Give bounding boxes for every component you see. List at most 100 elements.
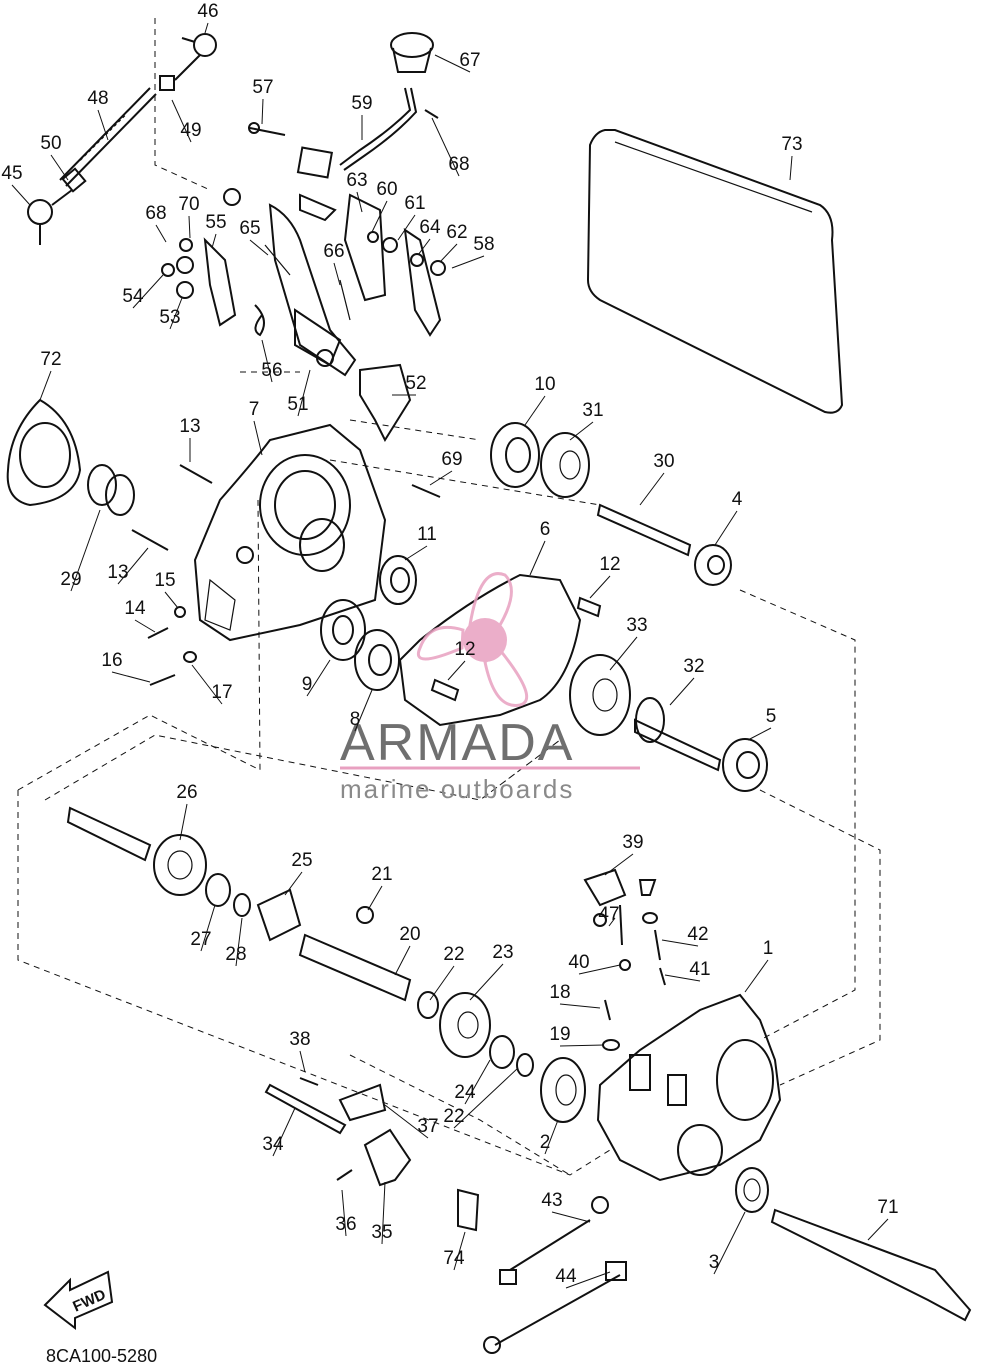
callout-label: 40: [568, 952, 589, 973]
callout-label: 51: [287, 394, 308, 415]
callout-leader-line: [609, 636, 638, 671]
callout-leader-line: [261, 339, 273, 383]
callout-label: 49: [180, 120, 201, 141]
assembly-guide-lines: [17, 18, 881, 1176]
callout-label: 58: [473, 234, 494, 255]
callout-leader-line: [429, 470, 453, 486]
callout-label: 12: [454, 639, 475, 660]
lower-case: [596, 993, 782, 1182]
callout-leader-line: [578, 964, 621, 975]
callout-leader-line: [439, 243, 458, 263]
shift-linkage: [27, 33, 217, 245]
callout-leader-line: [394, 945, 411, 976]
output-shaft: [735, 1167, 972, 1322]
callout-leader-line: [191, 664, 223, 705]
callout-leader-line: [453, 1231, 466, 1271]
callout-label: 45: [1, 163, 22, 184]
callout-leader-line: [451, 255, 485, 269]
callout-leader-line: [50, 154, 69, 181]
callout-leader-line: [39, 370, 52, 401]
callout-label: 38: [289, 1029, 310, 1050]
callout-label: 8: [350, 709, 361, 730]
callout-leader-line: [384, 1104, 429, 1139]
forward-arrow: FWD: [43, 1270, 114, 1331]
callout-label: 15: [154, 570, 175, 591]
callout-label: 17: [211, 682, 232, 703]
callout-leader-line: [261, 98, 264, 125]
callout-leader-line: [589, 575, 611, 599]
callout-label: 37: [417, 1116, 438, 1137]
callout-leader-line: [367, 885, 383, 911]
callout-leader-line: [604, 853, 634, 876]
watermark-brand: ARMADA: [340, 714, 574, 772]
callout-leader-line: [551, 1211, 591, 1223]
callout-leader-line: [431, 117, 460, 177]
callout-leader-line: [155, 224, 167, 243]
callout-leader-line: [306, 659, 331, 697]
case-cover: [193, 423, 387, 642]
callout-leaders: [11, 22, 889, 1289]
bearings: [320, 422, 768, 792]
sensor-fittings: [583, 868, 666, 1051]
callout-label: 53: [159, 307, 180, 328]
bolts: [131, 464, 441, 686]
callout-label: 48: [87, 88, 108, 109]
callout-leader-line: [569, 421, 594, 441]
callout-label: 39: [622, 832, 643, 853]
callout-label: 13: [179, 416, 200, 437]
callout-leader-line: [11, 184, 31, 206]
callout-leader-line: [565, 1271, 611, 1289]
gears-upper: [540, 432, 722, 772]
callout-label: 12: [599, 554, 620, 575]
callout-label: 68: [448, 154, 469, 175]
callout-leader-line: [559, 1044, 605, 1047]
callout-label: 63: [346, 170, 367, 191]
callout-leader-line: [284, 871, 303, 896]
callout-label: 50: [40, 133, 61, 154]
callout-label: 57: [252, 77, 273, 98]
callout-leader-line: [272, 1107, 296, 1157]
callout-label: 44: [555, 1266, 577, 1287]
callout-label: 60: [376, 179, 397, 200]
callout-leader-line: [134, 619, 156, 633]
callout-leader-line: [639, 472, 665, 506]
callout-label: 41: [689, 959, 710, 980]
callout-leader-line: [117, 547, 149, 585]
callout-label: 25: [291, 850, 312, 871]
callout-leader-line: [381, 1181, 386, 1245]
callout-leader-line: [333, 262, 341, 286]
callout-leader-line: [744, 959, 769, 993]
callout-leader-line: [171, 99, 192, 143]
callout-label: 18: [549, 982, 570, 1003]
callout-label: 69: [441, 449, 462, 470]
callout-leader-line: [867, 1218, 889, 1241]
callout-label: 7: [249, 399, 260, 420]
callout-label: 59: [351, 93, 372, 114]
callout-labels: 1234567891011121213131415161718192021222…: [1, 1, 898, 1287]
callout-label: 70: [178, 194, 199, 215]
callout-label: 2: [540, 1132, 551, 1153]
shift-levers: [161, 122, 446, 443]
callout-leader-line: [299, 1050, 306, 1073]
callout-label: 28: [225, 944, 246, 965]
callout-leader-line: [747, 727, 772, 741]
drawing-code: 8CA100-5280: [46, 1346, 157, 1366]
watermark: ARMADA marine outboards: [340, 572, 640, 804]
cover-gasket: [6, 398, 135, 516]
callout-label: 55: [205, 212, 226, 233]
callout-label: 68: [145, 203, 166, 224]
callout-leader-line: [453, 1067, 519, 1129]
callout-leader-line: [235, 917, 243, 967]
callout-leader-line: [417, 238, 431, 256]
callout-label: 72: [40, 349, 61, 370]
callout-label: 24: [454, 1082, 476, 1103]
propeller-logo: [417, 572, 529, 707]
callout-label: 47: [598, 904, 619, 925]
callout-label: 29: [60, 569, 81, 590]
callout-label: 64: [419, 217, 441, 238]
callout-leader-line: [204, 22, 209, 34]
shift-fork: [264, 1077, 480, 1232]
callout-label: 5: [766, 706, 777, 727]
callout-label: 20: [399, 924, 420, 945]
